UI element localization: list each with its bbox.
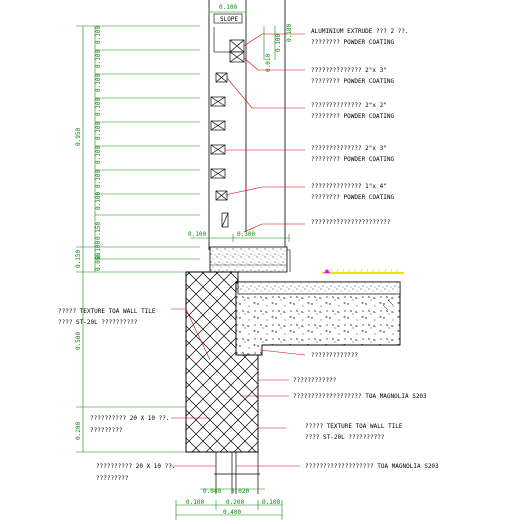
note-right-6: ?????????????????????? bbox=[311, 219, 391, 226]
grade-line bbox=[322, 268, 404, 275]
note-right-3-line2: ???????? POWDER COATING bbox=[311, 113, 394, 120]
note-right-2-line2: ???????? POWDER COATING bbox=[311, 78, 394, 85]
note-right-4-line1: ?????????????? 2"x 3" bbox=[311, 145, 387, 152]
notes-left: ????? TEXTURE TOA WALL TILE ???? ST-20L … bbox=[58, 308, 175, 482]
square-tubes bbox=[210, 72, 229, 228]
dim-seg-b: 0.100 bbox=[95, 50, 102, 68]
foundation-lines bbox=[214, 452, 260, 494]
dim-seg-c: 0.100 bbox=[95, 74, 102, 92]
note-left-3-line2: ????????? bbox=[96, 475, 129, 482]
dim-top-width: 0.100 bbox=[219, 4, 237, 11]
note-right-1-line2: ???????? POWDER COATING bbox=[311, 39, 394, 46]
slope-marker: SLOPE bbox=[213, 13, 243, 53]
leader-lines bbox=[171, 33, 306, 467]
note-left-2-line2: ????????? bbox=[90, 427, 123, 434]
note-right-5-line1: ?????????????? 1"x 4" bbox=[311, 183, 387, 190]
note-right-9: ??????????????????? TOA MAGNOLIA S203 bbox=[293, 393, 427, 400]
note-left-2-line1: ?????????? 20 X 10 ??. bbox=[90, 415, 169, 422]
note-right-11: ??????????????????? TOA MAGNOLIA S203 bbox=[305, 463, 439, 470]
note-right-1-line1: ALUMINIUM EXTRUDE ??? 2 ??. bbox=[311, 28, 409, 35]
dim-seg-050: 0.050 bbox=[95, 253, 102, 271]
dim-right-c: 0.010 bbox=[265, 54, 272, 72]
note-left-3-line1: ?????????? 20 X 10 ??. bbox=[96, 463, 175, 470]
dim-bottom-f: 0.400 bbox=[223, 509, 241, 516]
wall-lines bbox=[208, 0, 286, 250]
dim-bottom-b: 0.020 bbox=[231, 488, 249, 495]
dimension-texts: 0.100 0.950 0.100 0.100 0.100 0.100 0.10… bbox=[75, 4, 293, 516]
aluminium-cap bbox=[229, 39, 245, 63]
note-right-4-line2: ???????? POWDER COATING bbox=[311, 156, 394, 163]
dim-bottom-c: 0.100 bbox=[186, 499, 204, 506]
dim-seg-100i: 0.100 bbox=[95, 241, 102, 259]
note-right-3-line1: ?????????????? 2"x 2" bbox=[311, 102, 387, 109]
level-marker-icon bbox=[324, 269, 330, 273]
dim-height-total: 0.950 bbox=[75, 128, 82, 146]
note-right-2-line1: ?????????????? 2"x 3" bbox=[311, 67, 387, 74]
slope-label: SLOPE bbox=[220, 16, 238, 23]
note-left-1-line2: ???? ST-20L ?????????? bbox=[58, 319, 138, 326]
note-right-10-line1: ????? TEXTURE TOA WALL TILE bbox=[305, 423, 403, 430]
dim-seg-g: 0.100 bbox=[95, 170, 102, 188]
dim-seg-500: 0.500 bbox=[75, 332, 82, 350]
dimension-lines bbox=[76, 8, 290, 520]
dim-bottom-d: 0.200 bbox=[226, 499, 244, 506]
note-right-10-line2: ???? ST-20L ?????????? bbox=[305, 434, 385, 441]
dim-seg-e: 0.100 bbox=[95, 122, 102, 140]
dim-mid-b: 0.300 bbox=[237, 231, 255, 238]
dim-seg-d: 0.100 bbox=[95, 98, 102, 116]
dim-seg-a: 0.100 bbox=[95, 26, 102, 44]
dim-seg-h: 0.100 bbox=[95, 192, 102, 210]
notes-right: ALUMINIUM EXTRUDE ??? 2 ??. ???????? POW… bbox=[293, 28, 439, 470]
note-right-5-line2: ???????? POWDER COATING bbox=[311, 194, 394, 201]
note-left-1-line1: ????? TEXTURE TOA WALL TILE bbox=[58, 308, 156, 315]
dim-seg-150b: 0.150 bbox=[75, 250, 82, 268]
dim-mid-a: 0.100 bbox=[188, 231, 206, 238]
dim-bottom-e: 0.100 bbox=[262, 499, 280, 506]
dim-right-b: 0.100 bbox=[275, 34, 282, 52]
dim-seg-f: 0.100 bbox=[95, 146, 102, 164]
dim-bottom-a: 0.040 bbox=[203, 488, 221, 495]
dim-seg-200: 0.200 bbox=[75, 422, 82, 440]
note-right-7: ????????????? bbox=[311, 352, 358, 359]
coping-slab bbox=[209, 246, 291, 273]
dim-right-a: 0.180 bbox=[286, 24, 293, 42]
note-right-8: ???????????? bbox=[293, 377, 337, 384]
floor-slab bbox=[235, 281, 401, 356]
dim-seg-150: 0.150 bbox=[95, 222, 102, 240]
